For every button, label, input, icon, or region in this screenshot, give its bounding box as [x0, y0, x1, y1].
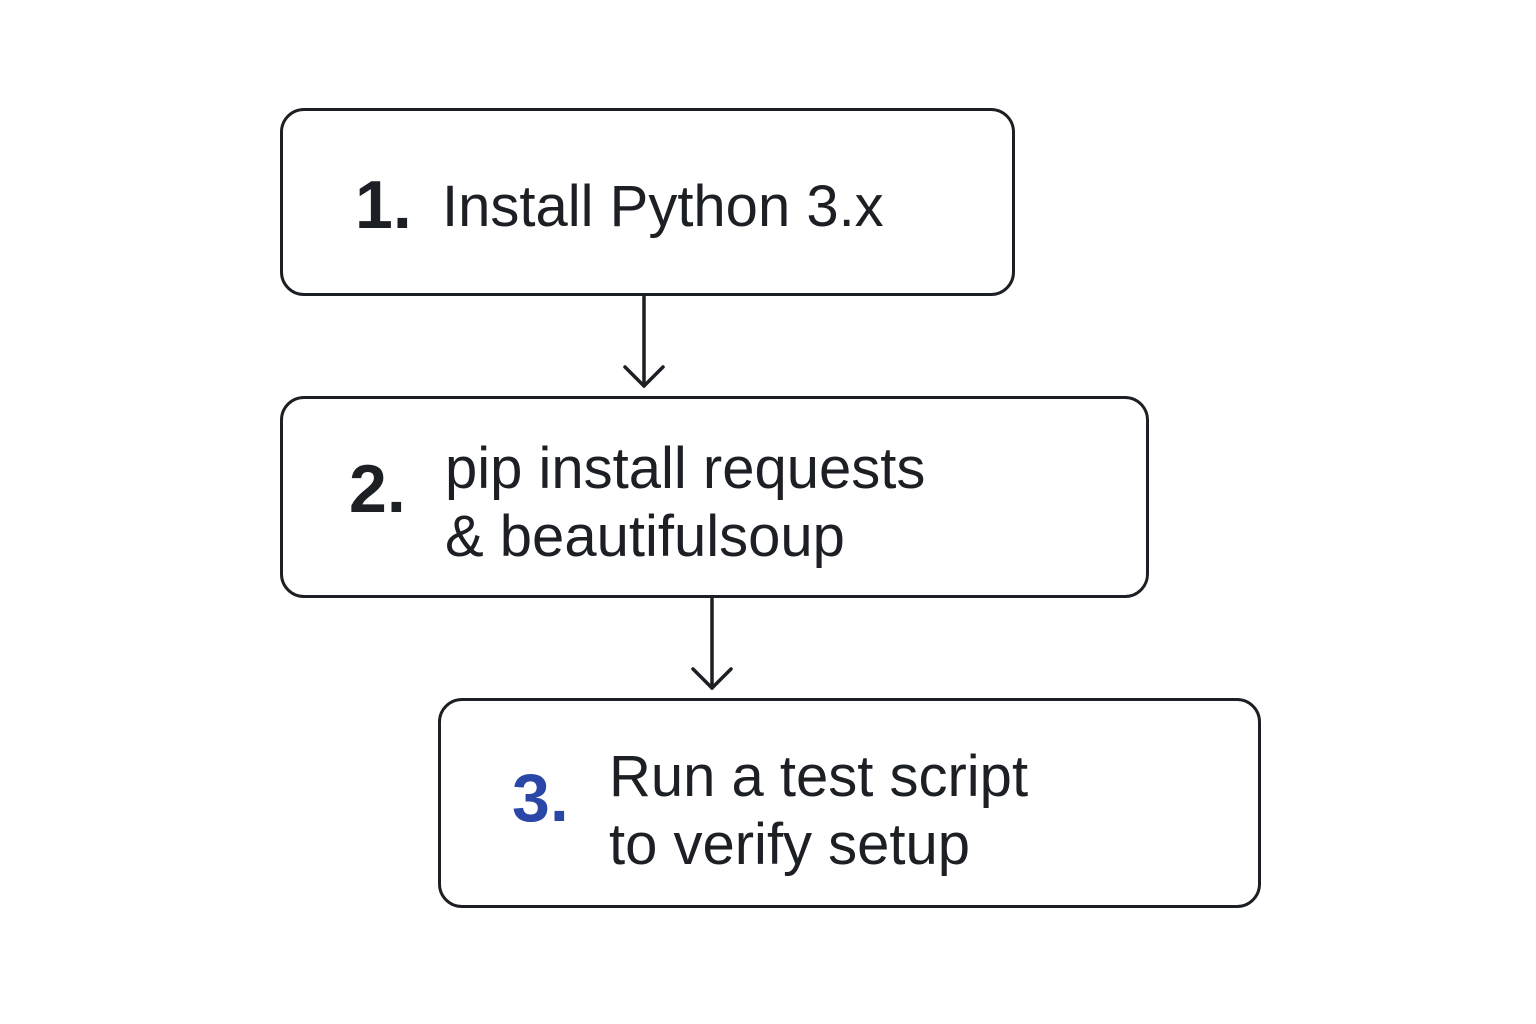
step-label-line: & beautifulsoup — [445, 504, 845, 569]
step-label-line: pip install requests — [445, 436, 926, 501]
step-label-line: to verify setup — [609, 812, 971, 877]
step-number: 1. — [355, 167, 412, 243]
step-number-highlighted: 3. — [512, 760, 569, 836]
step-label: Install Python 3.x — [442, 173, 884, 241]
step-box-1: 1. Install Python 3.x — [280, 108, 1015, 296]
arrow-head — [623, 365, 665, 388]
step-label: pip install requests & beautifulsoup — [445, 435, 925, 571]
step-box-2: 2. pip install requests & beautifulsoup — [280, 396, 1149, 598]
step-label-line: Run a test script — [609, 744, 1029, 809]
arrow-step1-to-step2 — [623, 295, 665, 388]
arrow-head — [691, 667, 733, 690]
arrow-step2-to-step3 — [691, 597, 733, 690]
step-number: 2. — [349, 451, 406, 527]
step-box-3: 3. Run a test script to verify setup — [438, 698, 1261, 908]
step-label-line: Install Python 3.x — [442, 174, 884, 239]
step-label: Run a test script to verify setup — [609, 743, 1028, 879]
